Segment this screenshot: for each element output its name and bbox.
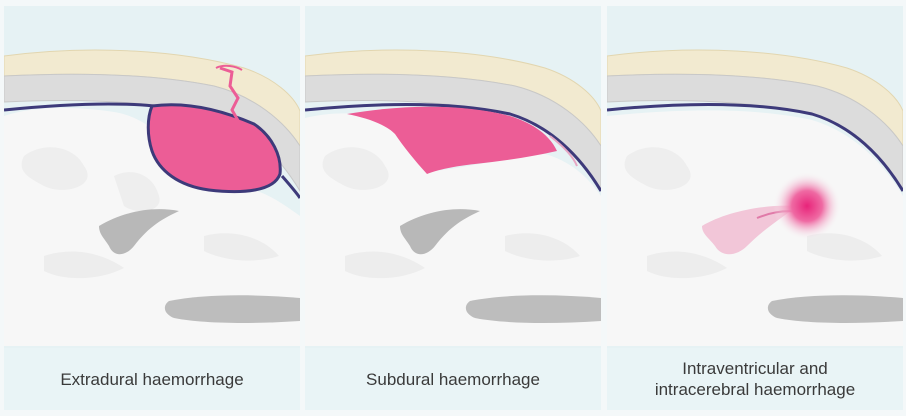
ventricle-horn	[466, 295, 601, 323]
caption-intracerebral: Intraventricular and intracerebral haemo…	[607, 348, 903, 410]
ventricle-horn	[165, 295, 300, 323]
panel-subdural: Subdural haemorrhage	[305, 6, 601, 410]
extradural-illustration	[4, 6, 300, 346]
subdural-illustration	[305, 6, 601, 346]
intracerebral-haematoma	[773, 172, 841, 240]
panel-extradural: Extradural haemorrhage	[4, 6, 300, 410]
ventricle-horn	[768, 295, 903, 323]
caption-line: Extradural haemorrhage	[60, 369, 243, 390]
caption-line: intracerebral haemorrhage	[655, 379, 855, 400]
caption-line: Subdural haemorrhage	[366, 369, 540, 390]
caption-extradural: Extradural haemorrhage	[4, 348, 300, 410]
panel-intracerebral: Intraventricular and intracerebral haemo…	[607, 6, 903, 410]
intracerebral-illustration	[607, 6, 903, 346]
caption-line: Intraventricular and	[682, 358, 828, 379]
caption-subdural: Subdural haemorrhage	[305, 348, 601, 410]
